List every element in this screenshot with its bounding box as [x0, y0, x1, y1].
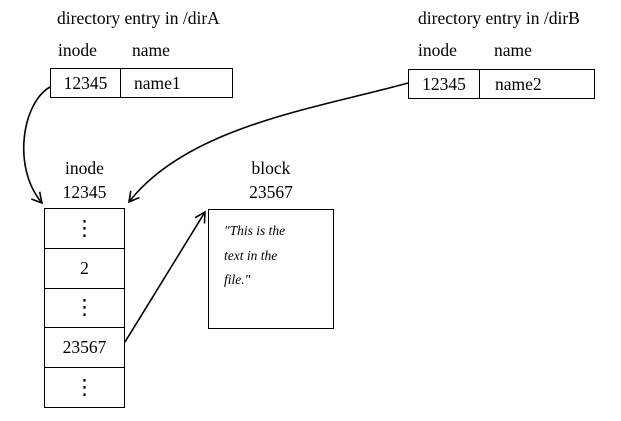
block-label-word: block	[251, 158, 291, 178]
dirb-title: directory entry in /dirB	[418, 8, 580, 28]
inode-cell-value-2: 2	[45, 247, 124, 288]
dira-col-inode-label: inode	[58, 40, 97, 60]
inode-table: ⋮ 2 ⋮ 23567 ⋮	[44, 208, 125, 408]
block-text-line-3: file."	[224, 272, 251, 287]
inode-cell-block-pointer: 23567	[45, 327, 124, 367]
block-text-line-2: text in the	[224, 247, 278, 263]
dirb-name-cell: name2	[495, 73, 542, 94]
block-label: block 23567	[208, 156, 334, 204]
dira-col-name-label: name	[132, 40, 170, 60]
block-box: "This is the text in the file."	[208, 209, 334, 329]
dirb-inode-cell: 12345	[409, 70, 480, 98]
dira-entry-table: 12345 name1	[50, 68, 233, 98]
arrow-inode-to-block	[124, 210, 206, 343]
inode-cell-dots-2: ⋮	[45, 287, 124, 328]
inode-cell-dots-3: ⋮	[45, 367, 124, 407]
inode-cell-dots-1: ⋮	[74, 215, 95, 240]
dira-name-cell: name1	[134, 72, 181, 93]
dirb-col-inode-label: inode	[418, 40, 457, 60]
block-text-line-1: "This is the	[224, 223, 286, 238]
dirb-entry-table: 12345 name2	[408, 69, 595, 99]
block-label-number: 23567	[249, 182, 293, 202]
dira-inode-cell: 12345	[51, 69, 121, 97]
inode-label-word: inode	[65, 158, 104, 178]
dira-title: directory entry in /dirA	[57, 8, 220, 28]
inode-label: inode 12345	[44, 156, 125, 204]
dirb-col-name-label: name	[494, 40, 532, 60]
inode-label-number: 12345	[62, 182, 107, 202]
